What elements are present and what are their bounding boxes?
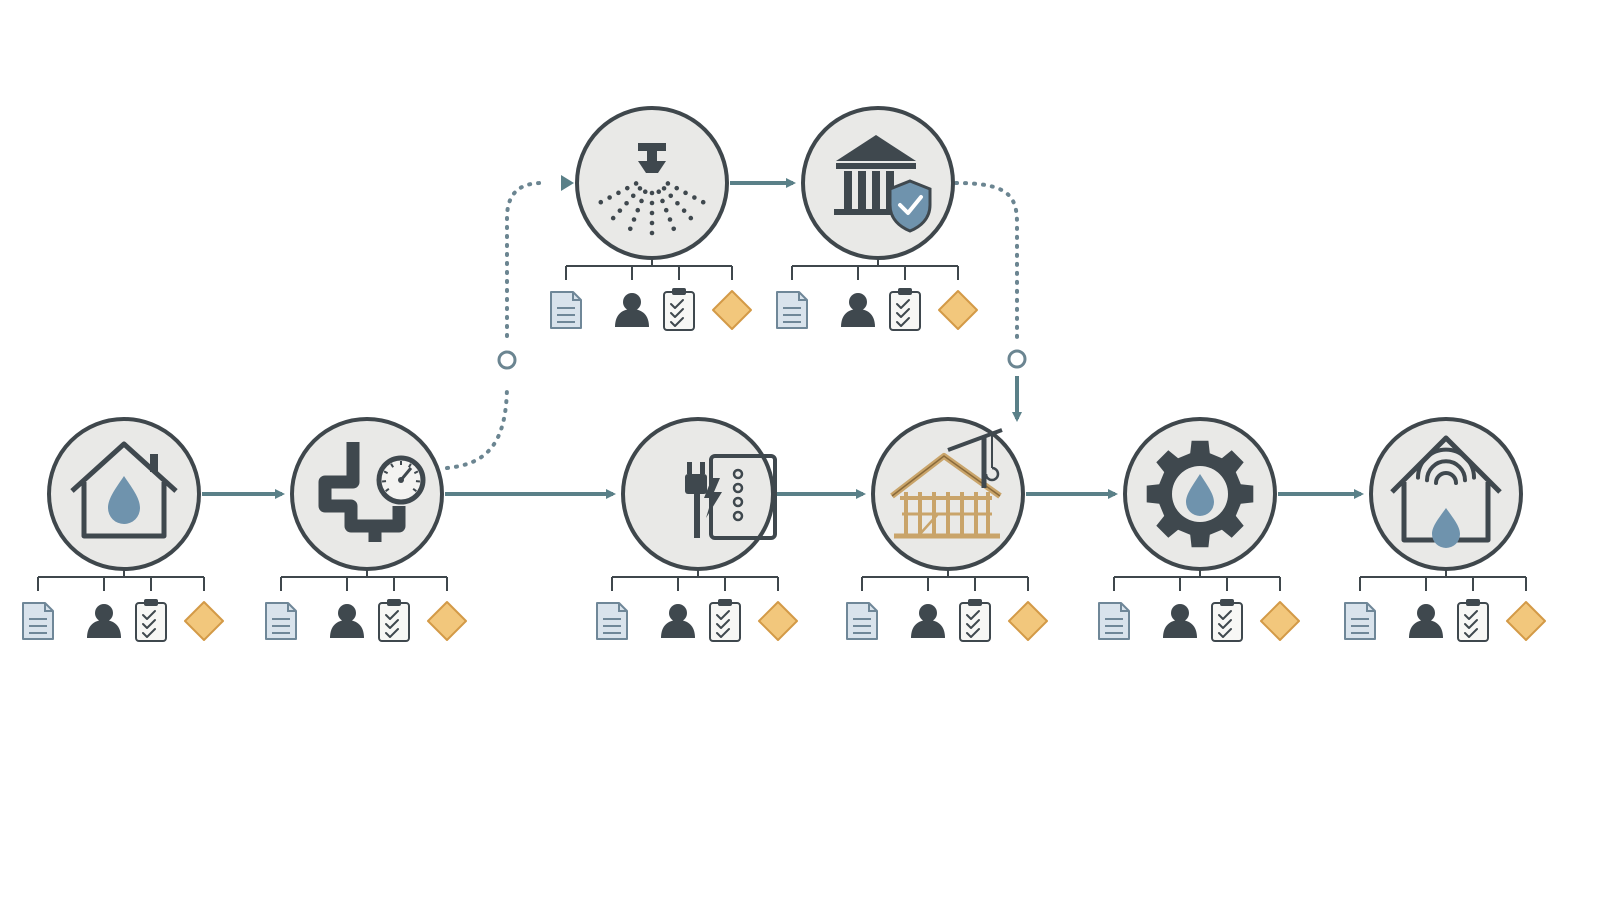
connector-authority-approval-to-framing	[954, 181, 1019, 345]
node-attachments	[1344, 569, 1546, 642]
fire-sprinkler-icon	[598, 143, 706, 236]
person-icon[interactable]	[1163, 604, 1197, 638]
document-icon[interactable]	[1344, 602, 1376, 640]
government-building-shield-icon	[834, 135, 932, 233]
milestone-diamond-icon[interactable]	[712, 290, 752, 330]
person-icon[interactable]	[1409, 604, 1443, 638]
checklist-icon[interactable]	[709, 599, 741, 642]
node-attachments	[550, 258, 752, 331]
house-framing-crane-icon	[890, 428, 1003, 539]
node-plumbing	[265, 417, 467, 642]
gear-water-drop-icon	[1146, 440, 1254, 548]
node-water-system	[1098, 417, 1300, 642]
node-authority-approval	[776, 106, 978, 331]
node-electrical	[596, 417, 798, 642]
house-water-drop-icon	[70, 441, 178, 539]
node-attachments	[596, 569, 798, 642]
node-attachments	[776, 258, 978, 331]
smart-home-wifi-drop-icon	[1390, 435, 1502, 548]
milestone-diamond-icon[interactable]	[938, 290, 978, 330]
person-icon[interactable]	[330, 604, 364, 638]
milestone-diamond-icon[interactable]	[1506, 601, 1546, 641]
person-icon[interactable]	[841, 293, 875, 327]
person-icon[interactable]	[615, 293, 649, 327]
node-attachments	[22, 569, 224, 642]
checklist-icon[interactable]	[1211, 599, 1243, 642]
document-icon[interactable]	[550, 291, 582, 329]
node-water-home	[22, 417, 224, 642]
document-icon[interactable]	[596, 602, 628, 640]
milestone-diamond-icon[interactable]	[1260, 601, 1300, 641]
document-icon[interactable]	[265, 602, 297, 640]
node-fire-sprinkler	[550, 106, 752, 331]
checklist-icon[interactable]	[378, 599, 410, 642]
arrowhead	[561, 175, 574, 191]
node-framing	[846, 417, 1048, 642]
document-icon[interactable]	[22, 602, 54, 640]
document-icon[interactable]	[776, 291, 808, 329]
document-icon[interactable]	[1098, 602, 1130, 640]
milestone-diamond-icon[interactable]	[758, 601, 798, 641]
person-icon[interactable]	[661, 604, 695, 638]
connector-junction	[1007, 349, 1027, 369]
checklist-icon[interactable]	[959, 599, 991, 642]
milestone-diamond-icon[interactable]	[1008, 601, 1048, 641]
connector-plumbing-to-fire-sprinkler	[445, 382, 509, 470]
person-icon[interactable]	[911, 604, 945, 638]
node-attachments	[265, 569, 467, 642]
milestone-diamond-icon[interactable]	[427, 601, 467, 641]
checklist-icon[interactable]	[135, 599, 167, 642]
electrical-plug-panel-icon	[685, 454, 777, 540]
person-icon[interactable]	[87, 604, 121, 638]
connector-plumbing-to-fire-sprinkler-upper	[505, 181, 544, 338]
checklist-icon[interactable]	[1457, 599, 1489, 642]
document-icon[interactable]	[846, 602, 878, 640]
node-smart-home	[1344, 417, 1546, 642]
node-attachments	[846, 569, 1048, 642]
checklist-icon[interactable]	[663, 288, 695, 331]
checklist-icon[interactable]	[889, 288, 921, 331]
milestone-diamond-icon[interactable]	[184, 601, 224, 641]
connector-junction	[497, 350, 517, 370]
pipes-pressure-gauge-icon	[318, 442, 426, 542]
node-attachments	[1098, 569, 1300, 642]
